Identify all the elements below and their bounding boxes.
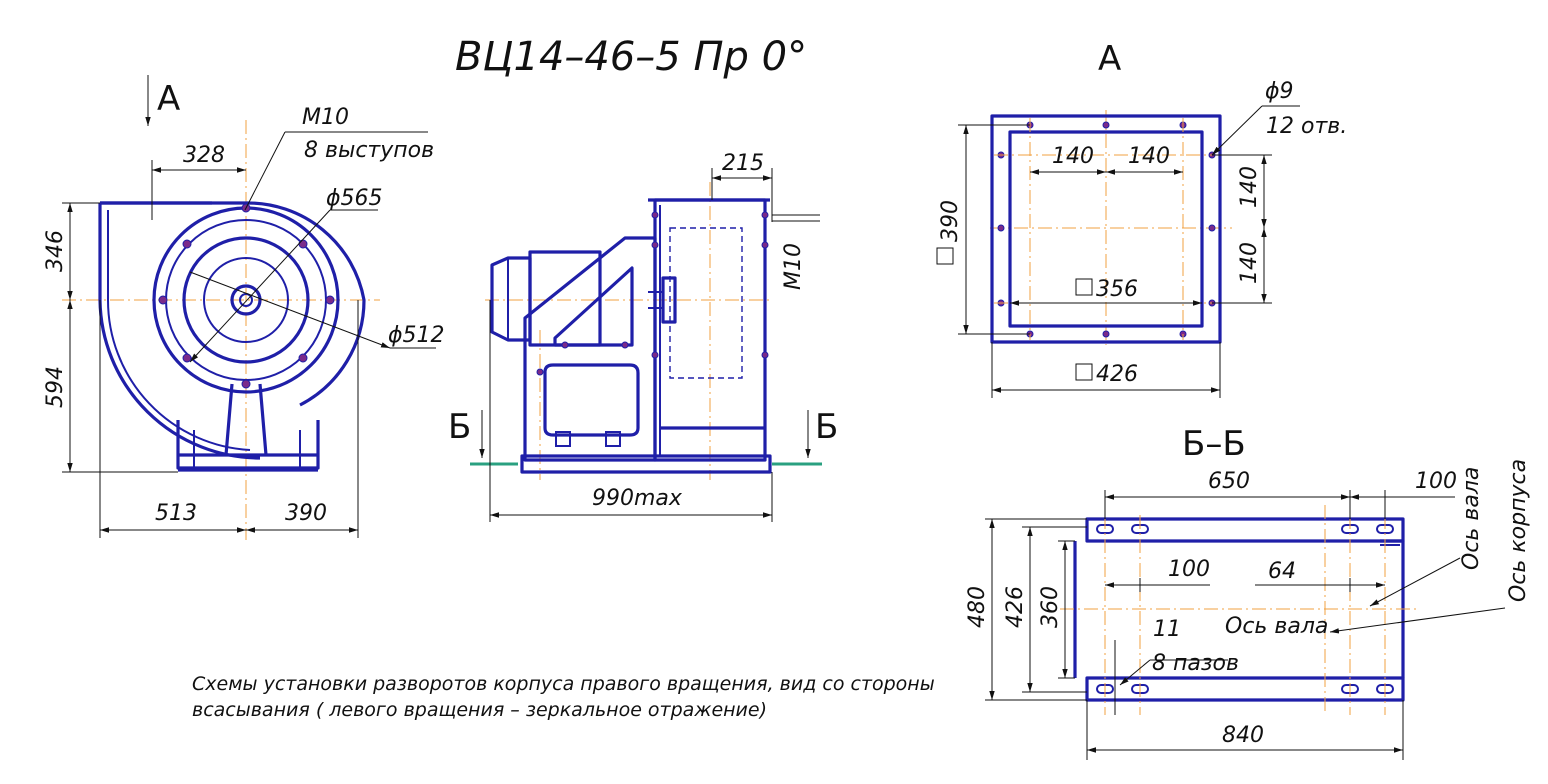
svg-text:Б: Б [448, 407, 471, 447]
section-mark-b-right: Б [805, 407, 838, 458]
note-line-1: Схемы установки разворотов корпуса право… [192, 673, 935, 695]
side-dim-594: 594 [43, 366, 68, 408]
section-shaft-axis-outer: Ось вала [1459, 467, 1484, 570]
section-dim-360: 360 [1038, 586, 1063, 628]
front-dim-215: 215 [722, 151, 764, 176]
view-a-holes-count: 12 отв. [1266, 114, 1347, 139]
section-dim-426: 426 [1003, 586, 1028, 628]
section-dim-480: 480 [965, 586, 990, 628]
svg-text:Б: Б [815, 407, 838, 447]
view-a-dim-426: 426 [1096, 362, 1138, 387]
section-dim-11: 11 [1153, 617, 1181, 642]
side-dim-346: 346 [43, 230, 68, 272]
section-mark-b-left: Б [448, 407, 485, 458]
view-a-dim-356: 356 [1096, 277, 1138, 302]
section-dim-650: 650 [1208, 469, 1250, 494]
side-dim-328: 328 [183, 143, 225, 168]
side-dim-513: 513 [155, 501, 197, 526]
svg-text:А: А [157, 79, 180, 119]
side-dim-512: ϕ512 [388, 323, 445, 348]
view-a-hole-dia: ϕ9 [1265, 79, 1294, 104]
section-shaft-axis-inner: Ось вала [1225, 614, 1328, 639]
section-dim-100-mid: 100 [1168, 557, 1210, 582]
side-view: M10 8 выступов ϕ565 ϕ512 328 346 594 513… [43, 105, 445, 540]
view-a-dim-140-a: 140 [1052, 144, 1094, 169]
section-body-axis: Ось корпуса [1506, 459, 1531, 602]
section-bb-title: Б–Б [1182, 424, 1246, 464]
front-thread-label: M10 [781, 243, 806, 290]
drawing-title: ВЦ14–46–5 Пр 0° [455, 34, 807, 80]
section-dim-100-top: 100 [1415, 469, 1457, 494]
section-slots-label: 8 пазов [1152, 651, 1239, 676]
side-thread-label: M10 [302, 105, 349, 130]
section-dim-64: 64 [1268, 559, 1296, 584]
section-dim-840: 840 [1222, 723, 1264, 748]
side-protrusions-label: 8 выступов [304, 138, 434, 163]
view-a-marker: А [145, 75, 180, 126]
note-line-2: всасывания ( левого вращения – зеркально… [192, 699, 767, 721]
front-dim-990: 990max [592, 486, 683, 511]
side-dim-565: ϕ565 [326, 186, 383, 211]
view-a-dim-140-b: 140 [1128, 144, 1170, 169]
front-view: Б Б 215 M10 990max [448, 151, 838, 522]
view-a: А ϕ9 12 отв. 140 140 [936, 39, 1347, 398]
view-a-title: А [1098, 39, 1121, 79]
side-dim-390: 390 [285, 501, 327, 526]
view-a-dim-390: 390 [938, 200, 963, 242]
view-a-dim-140-c: 140 [1237, 166, 1262, 208]
view-a-dim-140-d: 140 [1237, 242, 1262, 284]
section-bb: Б–Б 650 100 100 64 [965, 424, 1531, 760]
